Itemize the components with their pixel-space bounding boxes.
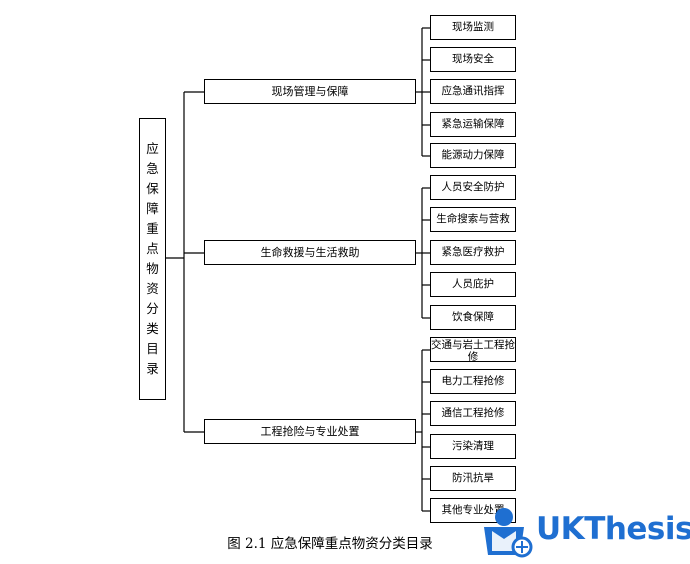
leaf-node: 电力工程抢修 [430,369,516,394]
root-char: 障 [146,201,159,216]
root-char: 分 [146,301,159,316]
root-char: 保 [146,181,159,196]
root-char: 资 [146,281,159,296]
leaf-node: 人员安全防护 [430,175,516,200]
leaf-node: 饮食保障 [430,305,516,330]
leaf-node: 现场监测 [430,15,516,40]
root-char: 重 [146,221,159,236]
category-node: 工程抢险与专业处置 [204,419,416,444]
leaf-node: 防汛抗旱 [430,466,516,491]
figure-caption: 图 2.1 应急保障重点物资分类目录 [227,536,433,552]
root-node: 应 急 保 障 重 点 物 资 分 类 目 录 [139,118,166,400]
leaf-node: 交通与岩土工程抢修 [430,337,516,363]
root-char: 目 [146,341,159,356]
root-char: 点 [146,241,159,256]
leaf-node: 人员庇护 [430,272,516,297]
root-char: 录 [146,361,159,376]
leaf-node: 能源动力保障 [430,143,516,168]
root-char: 类 [146,321,159,336]
leaf-node: 紧急医疗救护 [430,240,516,265]
category-node: 生命救援与生活救助 [204,240,416,265]
graduate-icon [484,508,533,558]
leaf-node: 通信工程抢修 [430,401,516,426]
leaf-node: 紧急运输保障 [430,112,516,137]
leaf-node: 现场安全 [430,47,516,72]
logo-text: UKThesis [536,511,690,547]
root-char: 物 [146,261,159,276]
leaf-node: 生命搜索与营救 [430,207,516,232]
ukthesis-logo: UKThesis [480,505,690,560]
leaf-node: 应急通讯指挥 [430,79,516,104]
root-char: 急 [146,161,159,176]
leaf-node: 污染清理 [430,434,516,459]
root-char: 应 [146,141,159,156]
category-node: 现场管理与保障 [204,79,416,104]
